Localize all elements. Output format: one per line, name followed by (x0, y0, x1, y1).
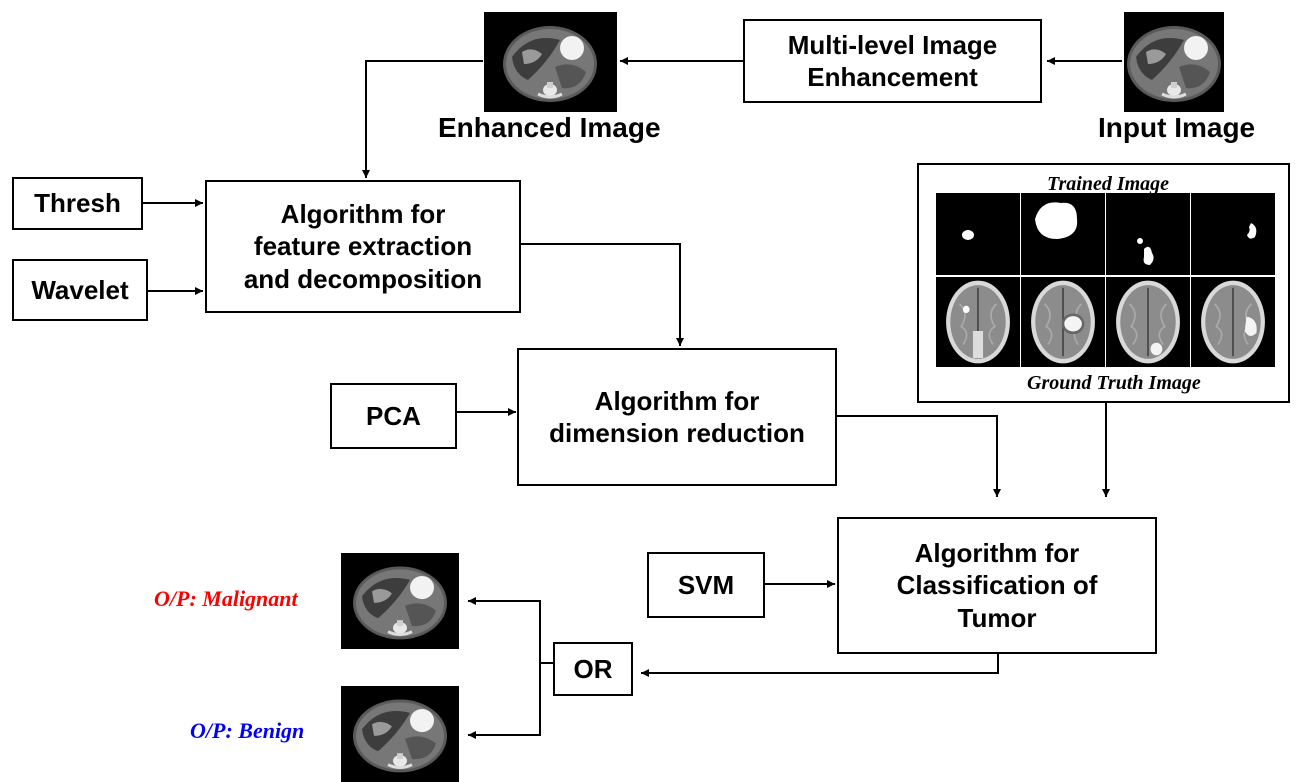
tumor-mask-icon (1106, 193, 1190, 275)
dimension-reduction-box: Algorithm for dimension reduction (517, 348, 837, 486)
abdominal-ct-scan-icon (498, 12, 602, 112)
brain-mri-row (936, 277, 1275, 367)
trained-image-label: Trained Image (1047, 173, 1170, 195)
arrow-dimension-to-classification (837, 415, 1001, 497)
wavelet-box: Wavelet (12, 259, 148, 321)
malignant-label: O/P: Malignant (154, 586, 298, 611)
trained-image-panel: Trained Image Ground Truth Image (917, 163, 1290, 403)
classification-box: Algorithm for Classification of Tumor (837, 517, 1157, 654)
arrow-feature-to-dimension (521, 243, 684, 346)
thresh-box: Thresh (12, 177, 143, 230)
input-image-caption: Input Image (1098, 112, 1256, 143)
abdominal-ct-scan-icon (348, 553, 452, 649)
abdominal-ct-scan-icon (1124, 12, 1224, 112)
tumor-mask-icon (1191, 193, 1275, 275)
arrow-or-to-benign (468, 663, 541, 739)
enhanced-image (484, 12, 617, 112)
ground-truth-image-label: Ground Truth Image (1027, 372, 1201, 394)
benign-label: O/P: Benign (190, 718, 305, 743)
input-image (1124, 12, 1224, 112)
arrow-classification-to-or (641, 654, 999, 677)
abdominal-ct-scan-icon (348, 686, 452, 782)
benign-output-image (341, 686, 459, 782)
feature-extraction-box: Algorithm for feature extraction and dec… (205, 180, 521, 313)
tumor-mask-icon (1021, 193, 1105, 275)
enhanced-image-caption: Enhanced Image (438, 112, 661, 143)
pca-box: PCA (330, 383, 457, 449)
arrow-or-to-malignant (468, 597, 541, 663)
brain-mri-icon (1106, 277, 1190, 367)
brain-mri-icon (1021, 277, 1105, 367)
brain-mri-icon (936, 277, 1020, 367)
svm-box: SVM (647, 552, 765, 618)
tumor-mask-row (936, 193, 1275, 275)
tumor-mask-icon (936, 193, 1020, 275)
brain-mri-icon (1191, 277, 1275, 367)
malignant-output-image (341, 553, 459, 649)
or-box: OR (553, 642, 633, 696)
multi-level-enhancement-box: Multi-level Image Enhancement (743, 19, 1042, 103)
arrow-enhanced-to-feature (362, 60, 483, 178)
